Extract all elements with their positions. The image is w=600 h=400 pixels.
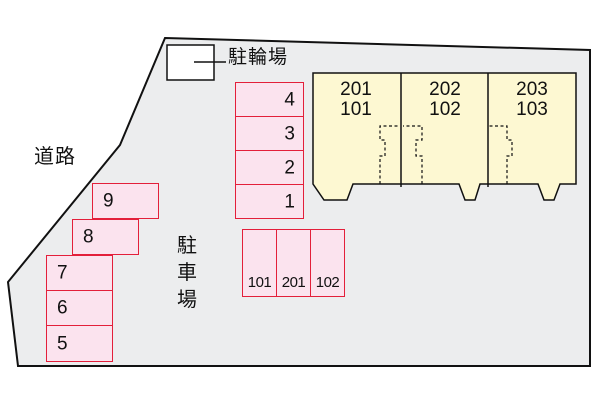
parking-lot-label: 駐 車 場	[174, 233, 200, 314]
bicycle-parking-label: 駐輪場	[228, 47, 289, 68]
parking-slot-9: 9	[92, 183, 159, 219]
unit-upper-number: 201	[340, 79, 372, 100]
parking-slot-3: 3	[235, 116, 304, 151]
parking-slot-1: 1	[235, 184, 304, 219]
parking-slot-number: 4	[284, 89, 295, 110]
unit-label-203-103: 203 103	[489, 80, 575, 120]
stair-outline-2	[403, 125, 423, 184]
unit-upper-number: 202	[429, 79, 461, 100]
parking-slot-201: 201	[276, 229, 311, 297]
parking-slot-2: 2	[235, 150, 304, 185]
parking-lot-label-char-1: 駐	[177, 235, 197, 257]
parking-slot-number: 5	[57, 333, 68, 354]
apartment-building	[312, 72, 577, 201]
unit-label-201-101: 201 101	[313, 80, 399, 120]
unit-upper-number: 203	[516, 79, 548, 100]
unit-lower-number: 103	[516, 99, 548, 120]
unit-lower-number: 101	[340, 99, 372, 120]
parking-lot-label-char-3: 場	[177, 289, 197, 311]
road-label: 道路	[34, 146, 76, 168]
parking-slot-7: 7	[46, 255, 113, 291]
unit-lower-number: 102	[429, 99, 461, 120]
parking-slot-number: 9	[103, 190, 114, 212]
parking-slot-number: 201	[281, 274, 306, 291]
parking-lot-label-char-2: 車	[177, 262, 197, 284]
parking-slot-102: 102	[310, 229, 345, 297]
parking-slot-number: 3	[284, 123, 295, 144]
parking-slot-4: 4	[235, 82, 304, 117]
stair-outline-1	[379, 125, 400, 184]
parking-slot-5: 5	[46, 325, 113, 362]
parking-slot-number: 7	[57, 262, 68, 284]
parking-slot-8: 8	[72, 219, 139, 255]
parking-slot-number: 8	[83, 226, 94, 248]
parking-slot-101: 101	[242, 229, 277, 297]
parking-slot-6: 6	[46, 290, 113, 326]
parking-slot-number: 6	[57, 297, 68, 319]
parking-slot-number: 2	[284, 157, 295, 178]
parking-slot-number: 1	[284, 191, 295, 212]
stair-outline-3	[489, 125, 513, 184]
parking-slot-number: 102	[315, 274, 340, 291]
parking-slot-number: 101	[247, 274, 272, 291]
unit-label-202-102: 202 102	[402, 80, 488, 120]
